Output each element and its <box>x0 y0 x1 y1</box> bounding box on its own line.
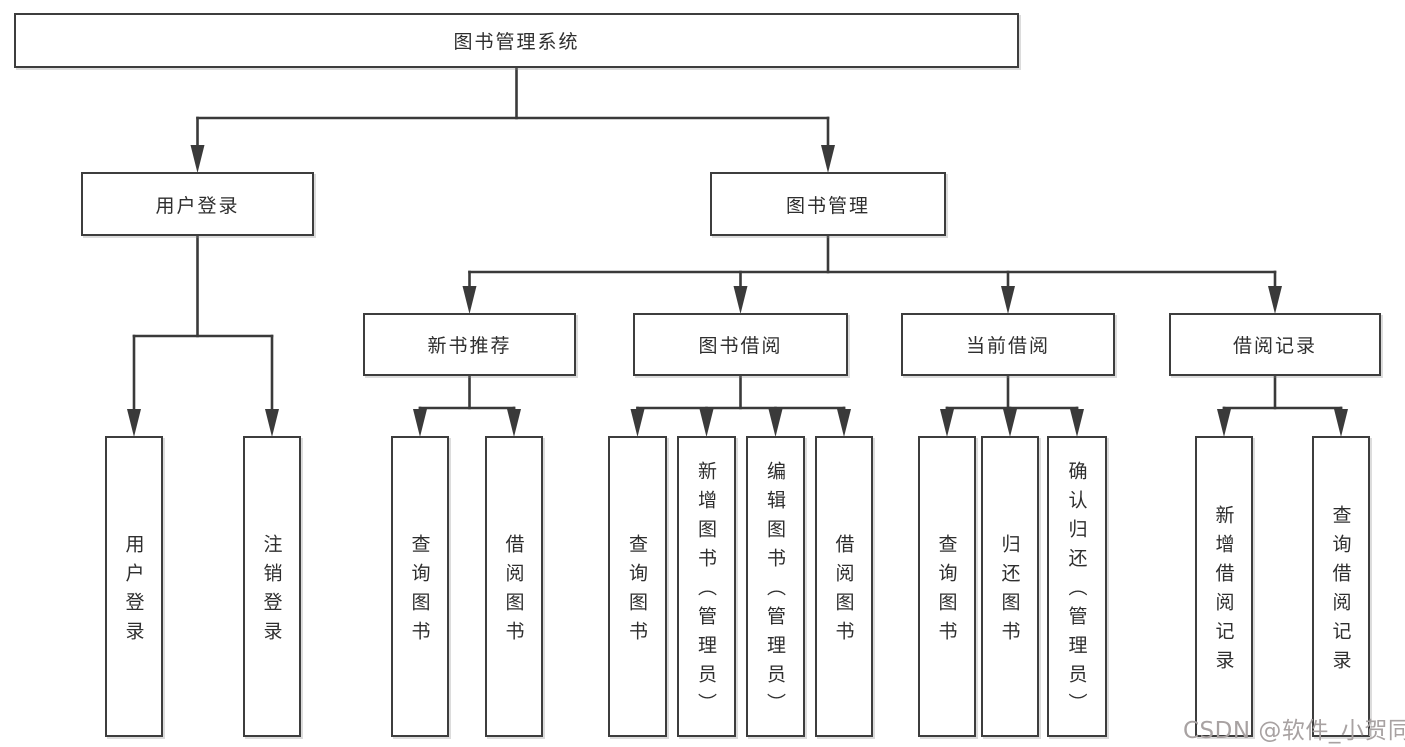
arrowhead-icon <box>768 409 783 437</box>
arrowhead-icon <box>940 409 954 437</box>
arrowhead-icon <box>1268 286 1282 314</box>
node-label: 新增借阅记录 <box>1212 504 1235 679</box>
arrowhead-icon <box>265 409 279 437</box>
node-leaf-user-login: 用户登录 <box>105 436 163 737</box>
node-bb-add: 新增图书（管理员） <box>677 436 736 737</box>
node-br-add: 新增借阅记录 <box>1195 436 1253 737</box>
node-label: 借阅图书 <box>832 533 855 650</box>
node-label: 图书管理系统 <box>453 31 580 53</box>
node-label: 归还图书 <box>998 533 1021 650</box>
node-cb-confirm: 确认归还（管理员） <box>1047 436 1107 737</box>
node-label: 当前借阅 <box>965 335 1050 357</box>
arrowhead-icon <box>733 286 748 314</box>
arrowhead-icon <box>127 409 141 437</box>
node-bb-borrow: 借阅图书 <box>815 436 873 737</box>
node-current-borrow: 当前借阅 <box>901 313 1115 376</box>
node-user-login: 用户登录 <box>81 172 314 236</box>
arrowhead-icon <box>462 286 477 314</box>
node-bb-edit: 编辑图书（管理员） <box>746 436 805 737</box>
arrowhead-icon <box>837 409 851 437</box>
node-label: 查询图书 <box>626 533 648 650</box>
arrowhead-icon <box>630 409 645 437</box>
arrowhead-icon <box>821 145 835 173</box>
node-label: 用户登录 <box>155 194 240 217</box>
node-cb-return: 归还图书 <box>981 436 1039 737</box>
node-cb-query: 查询图书 <box>918 436 976 737</box>
node-leaf-logout: 注销登录 <box>243 436 301 737</box>
node-label: 查询图书 <box>408 533 431 650</box>
node-label: 借阅图书 <box>502 533 525 650</box>
arrowhead-icon <box>1001 286 1015 314</box>
node-book-borrow: 图书借阅 <box>633 313 848 376</box>
node-borrow-records: 借阅记录 <box>1169 313 1381 376</box>
node-label: 新增图书（管理员） <box>695 461 717 722</box>
node-label: 借阅记录 <box>1232 335 1317 357</box>
node-label: 新书推荐 <box>427 335 512 357</box>
node-new-book-rec: 新书推荐 <box>363 313 576 376</box>
node-nbr-query: 查询图书 <box>391 436 449 737</box>
node-label: 图书借阅 <box>698 335 783 357</box>
arrowhead-icon <box>699 409 714 437</box>
node-label: 图书管理 <box>785 194 870 217</box>
arrowhead-icon <box>413 409 427 437</box>
arrowhead-icon <box>1217 409 1231 437</box>
node-label: 确认归还（管理员） <box>1065 461 1088 722</box>
arrowhead-icon <box>1003 409 1017 437</box>
node-label: 编辑图书（管理员） <box>764 461 786 722</box>
node-label: 查询借阅记录 <box>1329 504 1352 679</box>
node-label: 注销登录 <box>260 533 283 650</box>
node-label: 用户登录 <box>122 533 145 650</box>
node-br-query: 查询借阅记录 <box>1312 436 1370 737</box>
node-book-mgmt: 图书管理 <box>710 172 946 236</box>
node-bb-query: 查询图书 <box>608 436 667 737</box>
node-label: 查询图书 <box>935 533 958 650</box>
arrowhead-icon <box>1334 409 1348 437</box>
watermark: CSDN @软件_小贺同学 <box>1183 718 1405 744</box>
node-nbr-borrow: 借阅图书 <box>485 436 543 737</box>
arrowhead-icon <box>507 409 521 437</box>
arrowhead-icon <box>1070 409 1084 437</box>
node-root: 图书管理系统 <box>14 13 1019 68</box>
arrowhead-icon <box>190 145 205 173</box>
